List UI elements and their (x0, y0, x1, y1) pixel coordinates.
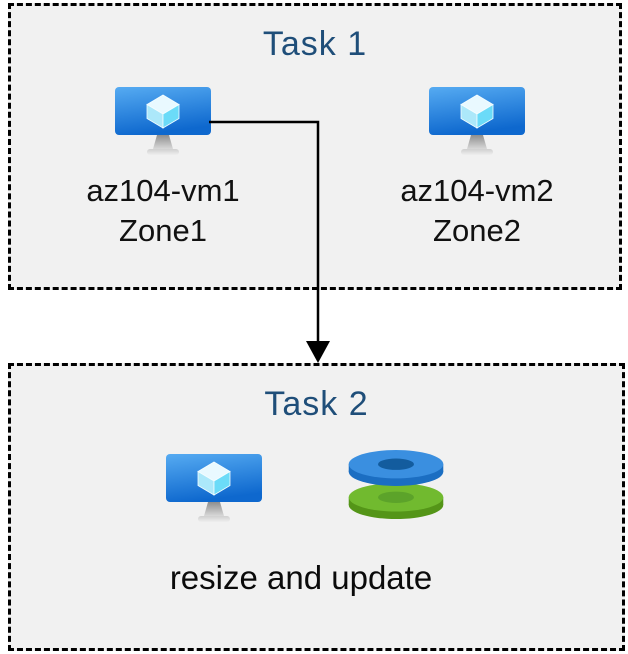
virtual-machine-icon (427, 85, 527, 159)
vm-name: az104-vm1 (86, 173, 240, 208)
vm-node-label: az104-vm2 Zone2 (400, 171, 553, 251)
vm-node-label: az104-vm1 Zone1 (86, 171, 239, 251)
disks-icon (344, 448, 448, 522)
vm-zone: Zone2 (433, 213, 521, 248)
task2-caption: resize and update (169, 559, 433, 596)
virtual-machine-icon (113, 85, 213, 159)
task2-group: Task 2 resize and update (8, 363, 625, 651)
vm-name: az104-vm2 (400, 173, 554, 208)
arrowhead-down (306, 341, 330, 363)
vm-node-az104-vm2: az104-vm2 Zone2 (377, 85, 577, 251)
vm-zone: Zone1 (119, 213, 207, 248)
task2-title: Task 2 (264, 385, 369, 423)
virtual-machine-icon (164, 452, 264, 526)
task1-group: Task 1 az104-vm1 Zone1 az104-vm2 Zone2 (8, 3, 622, 290)
vm-node-az104-vm1: az104-vm1 Zone1 (63, 85, 263, 251)
task1-title: Task 1 (262, 25, 368, 63)
